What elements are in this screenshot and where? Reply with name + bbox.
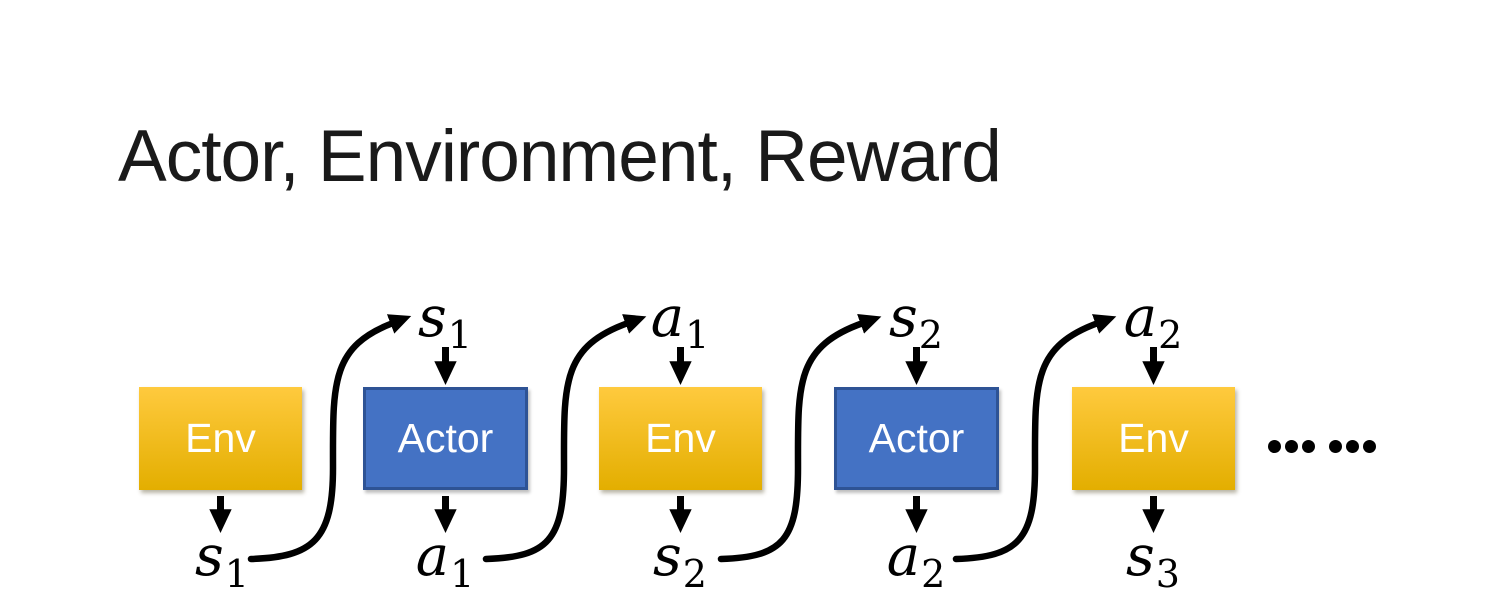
ellipsis-icon (1268, 440, 1380, 453)
label-s1-bottom-sub: 1 (224, 552, 249, 596)
label-s3-bottom-sub: 3 (1155, 552, 1180, 596)
label-s1-top-base: s (418, 285, 447, 350)
label-s2-top-sub: 2 (918, 313, 943, 357)
ellipsis-dot (1285, 440, 1298, 453)
label-a1-top-sub: 1 (685, 313, 710, 357)
label-s3-bottom: s3 (1108, 529, 1198, 596)
ellipsis-dot (1346, 440, 1359, 453)
curve-arrow-a2-up (952, 314, 1117, 563)
actor-box-1-label: Actor (397, 415, 494, 461)
env-box-2-label: Env (645, 415, 716, 461)
label-s1-top-sub: 1 (447, 313, 472, 357)
ellipsis-dot (1302, 440, 1315, 453)
label-s2-top: s2 (871, 290, 961, 357)
ellipsis-dot (1329, 440, 1342, 453)
curve-arrow-a1-up (482, 314, 647, 563)
label-s1-bottom-base: s (195, 524, 224, 589)
curve-arrow-s1-up (247, 314, 412, 563)
curve-arrow-s2-up (717, 314, 882, 563)
label-s2-top-base: s (889, 285, 918, 350)
label-a1-top: a1 (635, 290, 725, 357)
label-s1-bottom: s1 (177, 529, 267, 596)
label-a1-bottom-base: a (415, 524, 450, 589)
label-s2-bottom-base: s (653, 524, 682, 589)
label-a1-bottom: a1 (400, 529, 490, 596)
label-a2-top: a2 (1108, 290, 1198, 357)
label-a2-bottom-base: a (886, 524, 921, 589)
label-a2-bottom: a2 (871, 529, 961, 596)
actor-box-1: Actor (363, 387, 528, 490)
slide-title: Actor, Environment, Reward (118, 116, 1002, 197)
label-s1-top: s1 (400, 290, 490, 357)
env-box-1: Env (139, 387, 302, 490)
label-a2-top-sub: 2 (1158, 313, 1183, 357)
actor-box-2: Actor (834, 387, 999, 490)
label-s2-bottom-sub: 2 (682, 552, 707, 596)
env-box-3: Env (1072, 387, 1235, 490)
label-a1-top-base: a (650, 285, 685, 350)
env-box-1-label: Env (185, 415, 256, 461)
actor-box-2-label: Actor (868, 415, 965, 461)
ellipsis-dot (1268, 440, 1281, 453)
label-a2-bottom-sub: 2 (921, 552, 946, 596)
env-box-3-label: Env (1118, 415, 1189, 461)
label-a1-bottom-sub: 1 (450, 552, 475, 596)
label-a2-top-base: a (1123, 285, 1158, 350)
label-s3-bottom-base: s (1126, 524, 1155, 589)
ellipsis-dot (1363, 440, 1376, 453)
env-box-2: Env (599, 387, 762, 490)
label-s2-bottom: s2 (635, 529, 725, 596)
